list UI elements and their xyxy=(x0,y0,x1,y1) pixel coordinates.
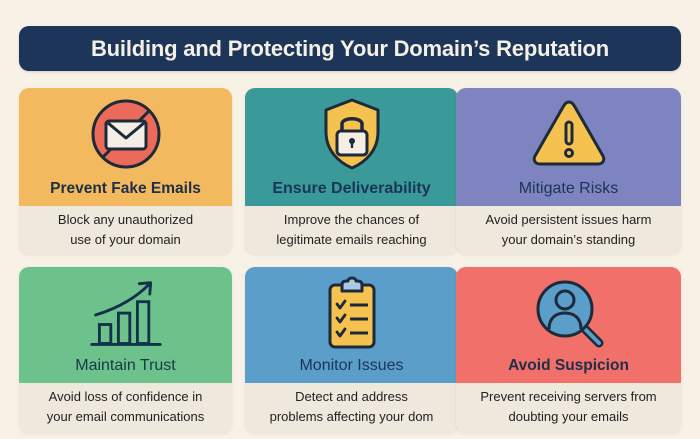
card-title: Prevent Fake Emails xyxy=(50,180,201,197)
card-avoid-suspicion: Avoid Suspicion Prevent receiving server… xyxy=(456,267,681,433)
description-line: use of your domain xyxy=(70,232,181,247)
card-maintain-trust: Maintain Trust Avoid loss of confidence … xyxy=(19,267,232,433)
card-title: Maintain Trust xyxy=(75,357,176,374)
description-line: Improve the chances of xyxy=(283,212,420,227)
card-header: Maintain Trust xyxy=(19,267,232,383)
description-line: Avoid persistent issues harm xyxy=(485,212,652,227)
growth-chart-icon xyxy=(89,281,162,346)
card-description: Prevent receiving servers from doubting … xyxy=(456,383,681,433)
description-line: Detect and address xyxy=(295,389,408,404)
card-description: Avoid loss of confidence in your email c… xyxy=(19,383,232,433)
warning-triangle-icon xyxy=(532,100,605,166)
card-title: Monitor Issues xyxy=(299,357,404,374)
card-description: Avoid persistent issues harm your domain… xyxy=(456,206,681,254)
card-title: Ensure Deliverability xyxy=(272,180,431,197)
card-description: Detect and address problems affecting yo… xyxy=(245,383,458,433)
description-line: your domain’s standing xyxy=(501,232,636,247)
card-header: Monitor Issues xyxy=(245,267,458,383)
card-mitigate-risks: Mitigate Risks Avoid persistent issues h… xyxy=(456,88,681,254)
description-line: Block any unauthorized xyxy=(57,212,194,227)
clipboard-checklist-icon xyxy=(328,276,375,349)
description-line: legitimate emails reaching xyxy=(276,232,427,247)
page-title: Building and Protecting Your Domain’s Re… xyxy=(90,35,609,61)
card-title: Avoid Suspicion xyxy=(508,357,629,374)
page-header: Building and Protecting Your Domain’s Re… xyxy=(19,26,681,71)
user-search-icon xyxy=(536,280,603,348)
card-ensure-deliverability: Ensure Deliverability Improve the chance… xyxy=(245,88,458,254)
card-header: Mitigate Risks xyxy=(456,88,681,206)
card-description: Improve the chances of legitimate emails… xyxy=(245,206,458,254)
card-header: Ensure Deliverability xyxy=(245,88,458,206)
description-line: Prevent receiving servers from xyxy=(480,389,657,404)
description-line: problems affecting your dom xyxy=(269,409,434,424)
description-line: your email communications xyxy=(46,409,205,424)
description-line: doubting your emails xyxy=(508,409,629,424)
card-header: Prevent Fake Emails xyxy=(19,88,232,206)
card-description: Block any unauthorized use of your domai… xyxy=(19,206,232,254)
shield-lock-icon xyxy=(324,98,379,170)
card-title: Mitigate Risks xyxy=(518,180,619,197)
description-line: Avoid loss of confidence in xyxy=(48,389,203,404)
no-email-icon xyxy=(91,99,160,169)
card-header: Avoid Suspicion xyxy=(456,267,681,383)
card-monitor-issues: Monitor Issues Detect and address proble… xyxy=(245,267,458,433)
card-prevent-fake-emails: Prevent Fake Emails Block any unauthoriz… xyxy=(19,88,232,254)
